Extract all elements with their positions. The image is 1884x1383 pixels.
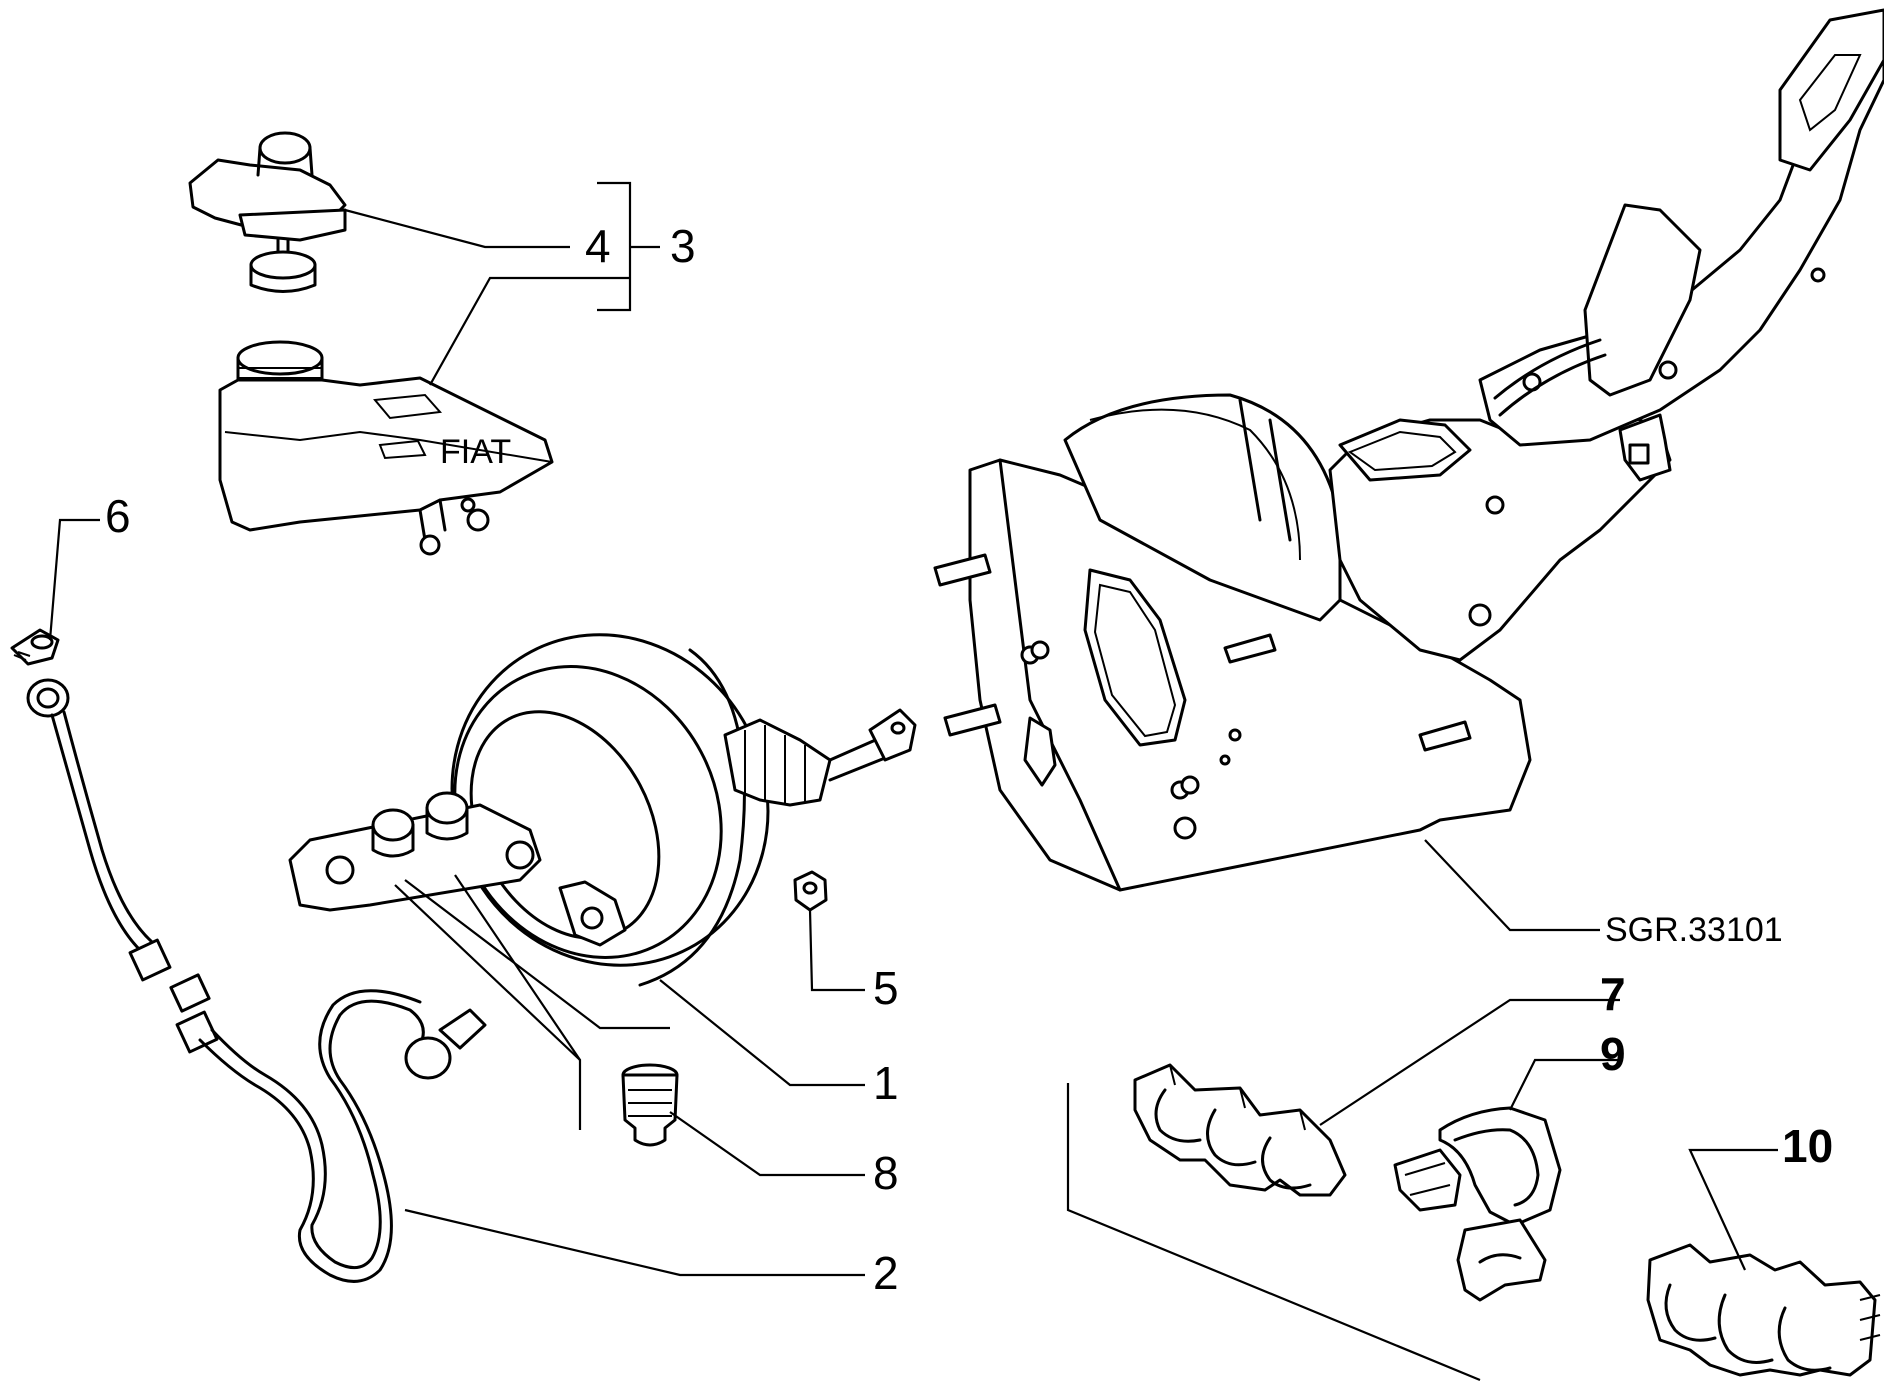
diagram-reference-code: SGR.33101 xyxy=(1605,911,1783,949)
callout-3: 3 xyxy=(670,220,696,272)
mounting-studs xyxy=(933,553,1472,840)
brake-fluid-reservoir: FIAT xyxy=(218,340,554,556)
pedal-bracket-assembly xyxy=(933,8,1884,892)
leader-lines xyxy=(48,181,1778,1382)
triple-pipe-clip-alt xyxy=(1646,1243,1881,1377)
callout-7: 7 xyxy=(1600,968,1626,1020)
reservoir-cap-sensor xyxy=(188,131,347,293)
callout-9: 9 xyxy=(1600,1028,1626,1080)
callout-4: 4 xyxy=(585,220,611,272)
callout-2: 2 xyxy=(873,1247,899,1299)
nut xyxy=(793,870,828,912)
reservoir-logo: FIAT xyxy=(440,433,511,471)
callout-5: 5 xyxy=(873,962,899,1014)
single-pipe-clip xyxy=(1393,1106,1562,1302)
callout-10: 10 xyxy=(1782,1120,1833,1172)
callout-1: 1 xyxy=(873,1057,899,1109)
sensor-cable xyxy=(26,678,487,1283)
hose-clip xyxy=(10,628,60,666)
callout-6: 6 xyxy=(105,490,131,542)
rubber-grommet xyxy=(621,1063,679,1147)
triple-pipe-clip xyxy=(1133,1063,1347,1197)
callout-labels: 4 3 6 5 1 8 2 7 9 10 SGR.33101 xyxy=(105,220,1833,1299)
callout-8: 8 xyxy=(873,1147,899,1199)
brake-servo-booster xyxy=(288,633,917,987)
